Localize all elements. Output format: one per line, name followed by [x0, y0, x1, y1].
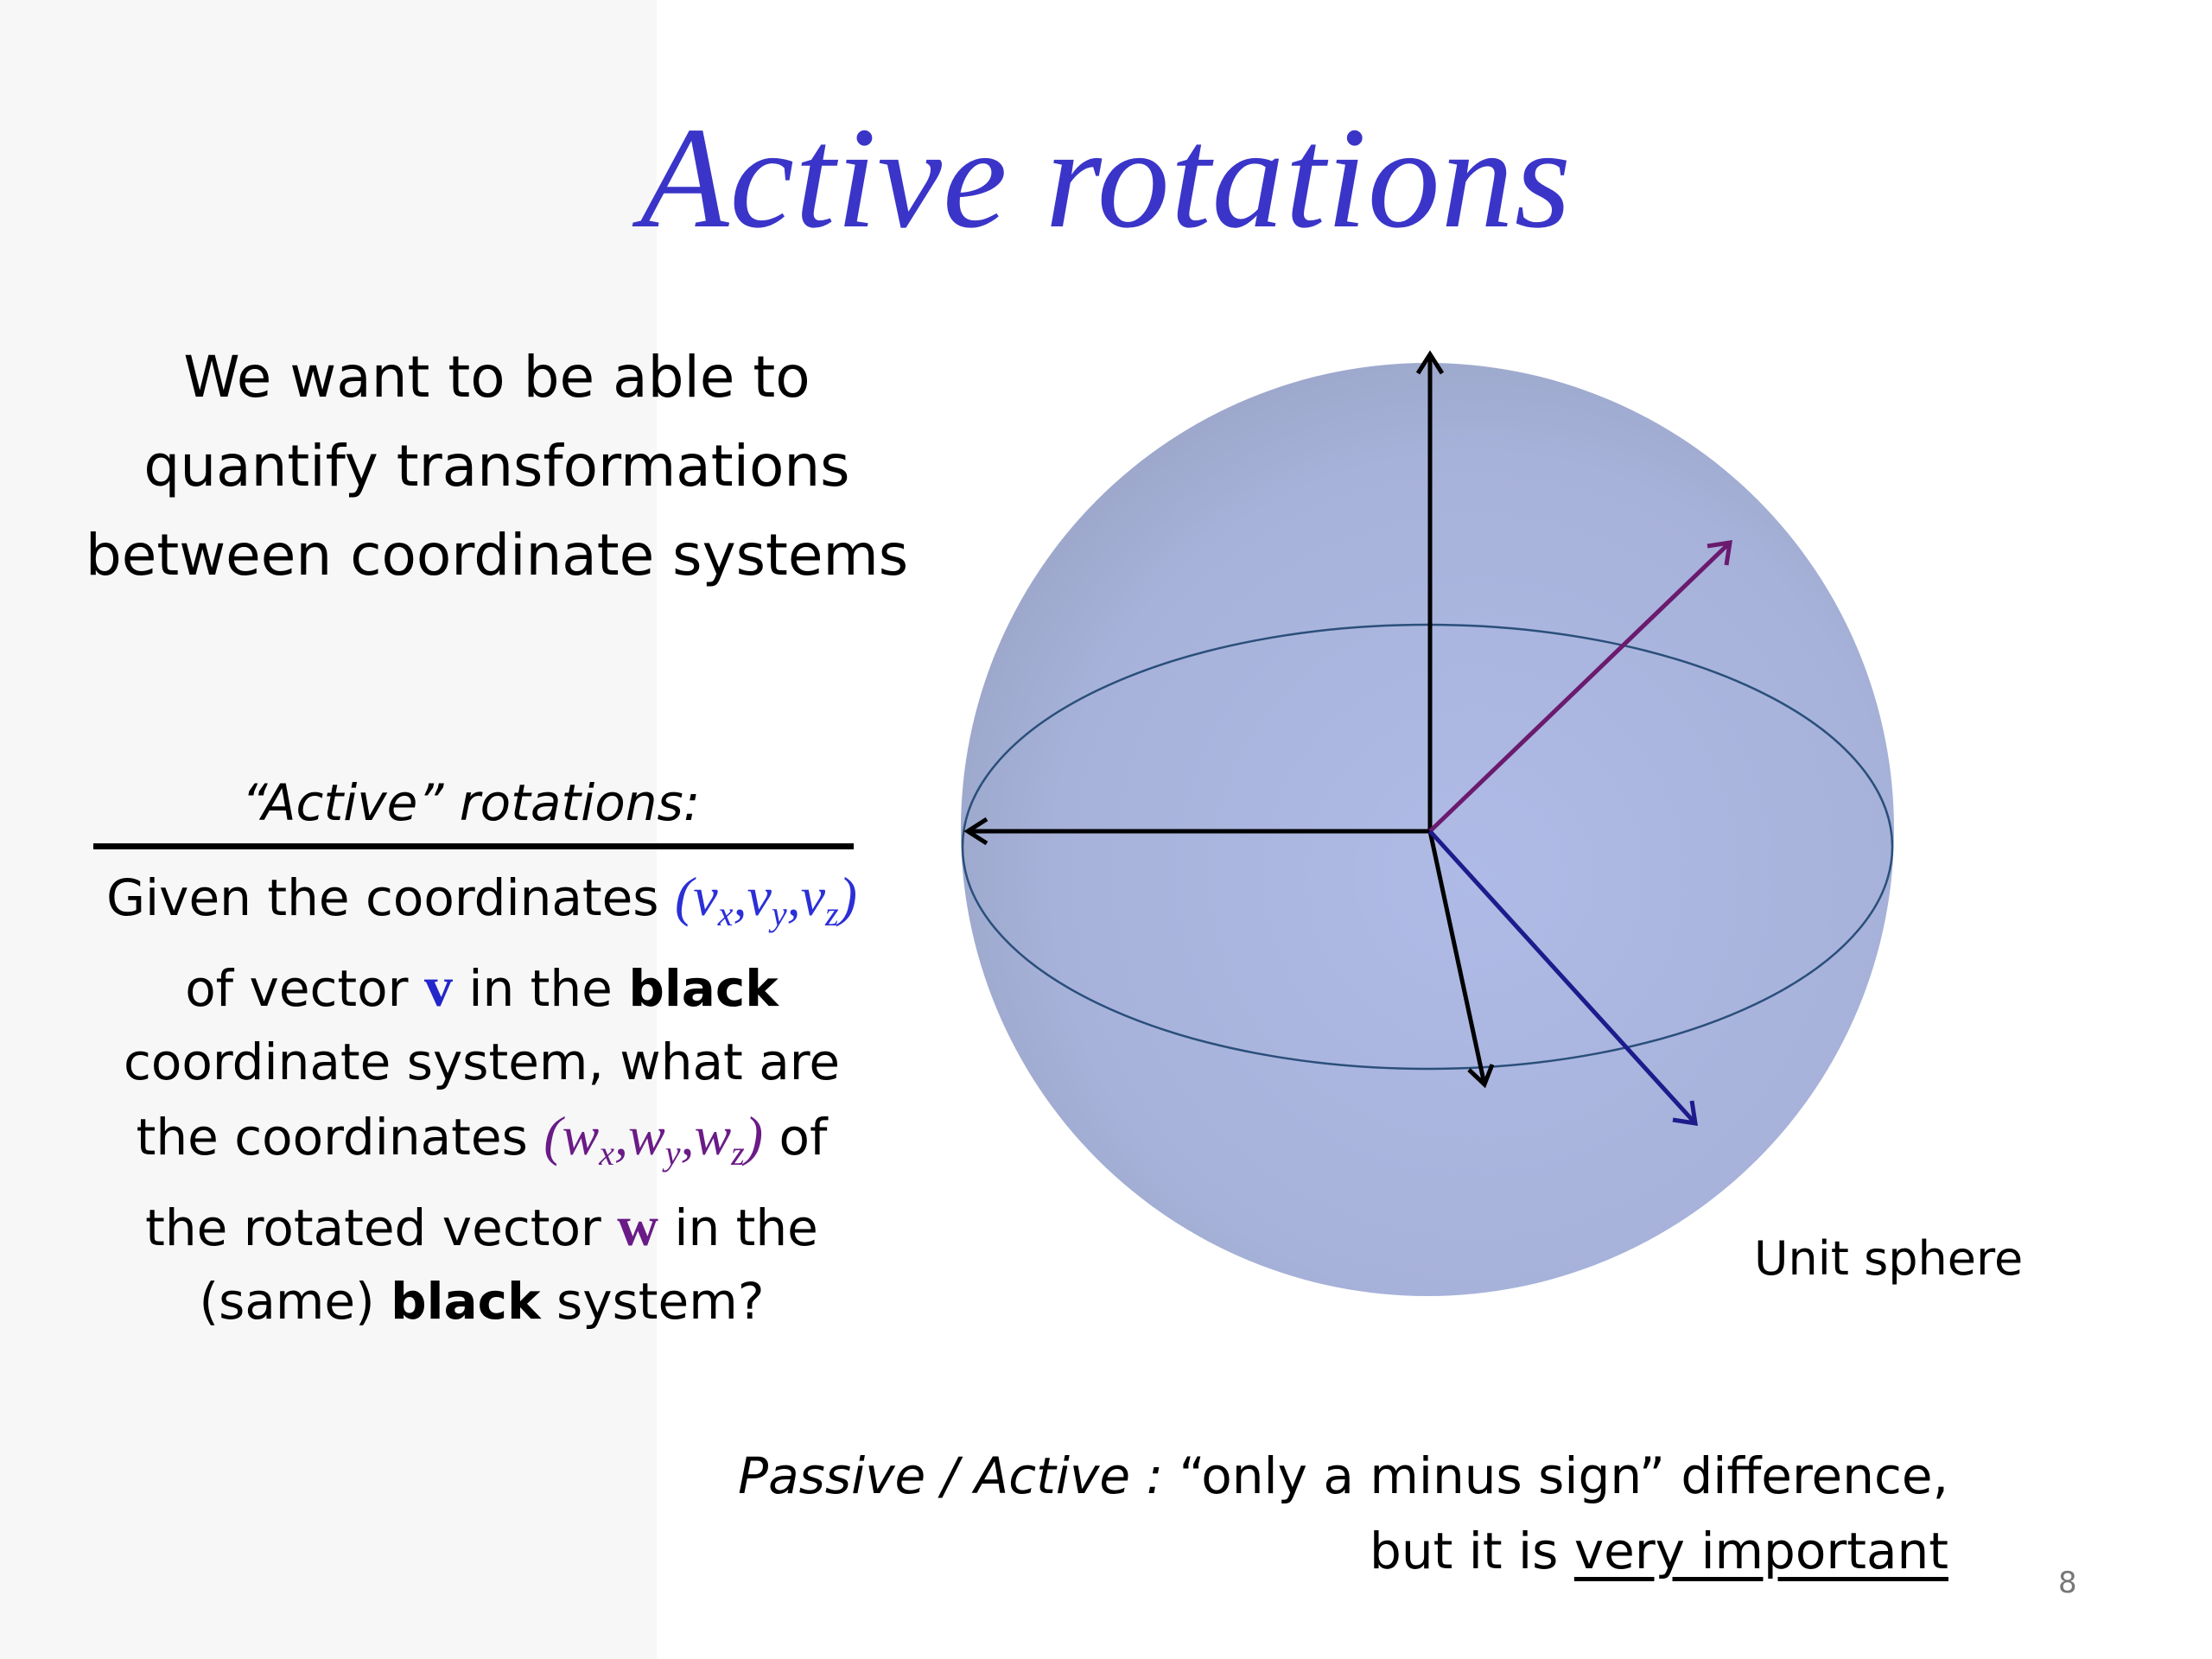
definition-line-2: of vector v in the black [185, 956, 779, 1019]
note-line-2: but it is very important [1370, 1522, 1948, 1580]
intro-text: We want to be able to quantify transform… [35, 333, 959, 600]
black-emphasis: black [391, 1272, 541, 1331]
unit-sphere-label: Unit sphere [1754, 1231, 2024, 1286]
w-coordinates: (wx,wy,wz) [543, 1105, 764, 1173]
equator-ellipse [961, 623, 1894, 1071]
intro-line: We want to be able to [183, 344, 810, 410]
v-coordinates: (vx,vy,vz) [674, 866, 857, 933]
intro-line: quantify transformations [143, 433, 850, 499]
active-rotation-definition: Given the coordinates (vx,vy,vz) of vect… [35, 860, 929, 1338]
vector-w-arrow [1428, 540, 1732, 833]
passive-active-note: Passive / Active : “only a minus sign” d… [738, 1439, 1948, 1589]
vector-v-symbol: v [423, 956, 453, 1019]
axis-y [1427, 830, 1495, 1089]
definition-line-6: (same) black system? [199, 1272, 765, 1331]
black-emphasis: black [628, 959, 779, 1018]
intro-line: between coordinate systems [85, 522, 909, 588]
heading-rule [93, 843, 854, 849]
note-line-1: Passive / Active : “only a minus sign” d… [738, 1446, 1948, 1505]
definition-line-4: the coordinates (wx,wy,wz) of [136, 1105, 828, 1173]
definition-line-1: Given the coordinates (vx,vy,vz) [106, 866, 857, 933]
slide-title: Active rotations [639, 98, 1573, 258]
definition-line-5: the rotated vector w in the [145, 1195, 818, 1258]
vector-w-symbol: w [617, 1195, 658, 1258]
axis-x [963, 817, 1430, 846]
page-number: 8 [2058, 1566, 2077, 1600]
axis-z [1415, 350, 1445, 831]
very-important-underlined: very important [1573, 1522, 1948, 1580]
definition-line-3: coordinate system, what are [123, 1033, 841, 1091]
active-rotations-heading: “Active” rotations: [241, 773, 701, 832]
vector-v-arrow [1428, 830, 1698, 1126]
slide-left-panel [0, 0, 657, 1659]
